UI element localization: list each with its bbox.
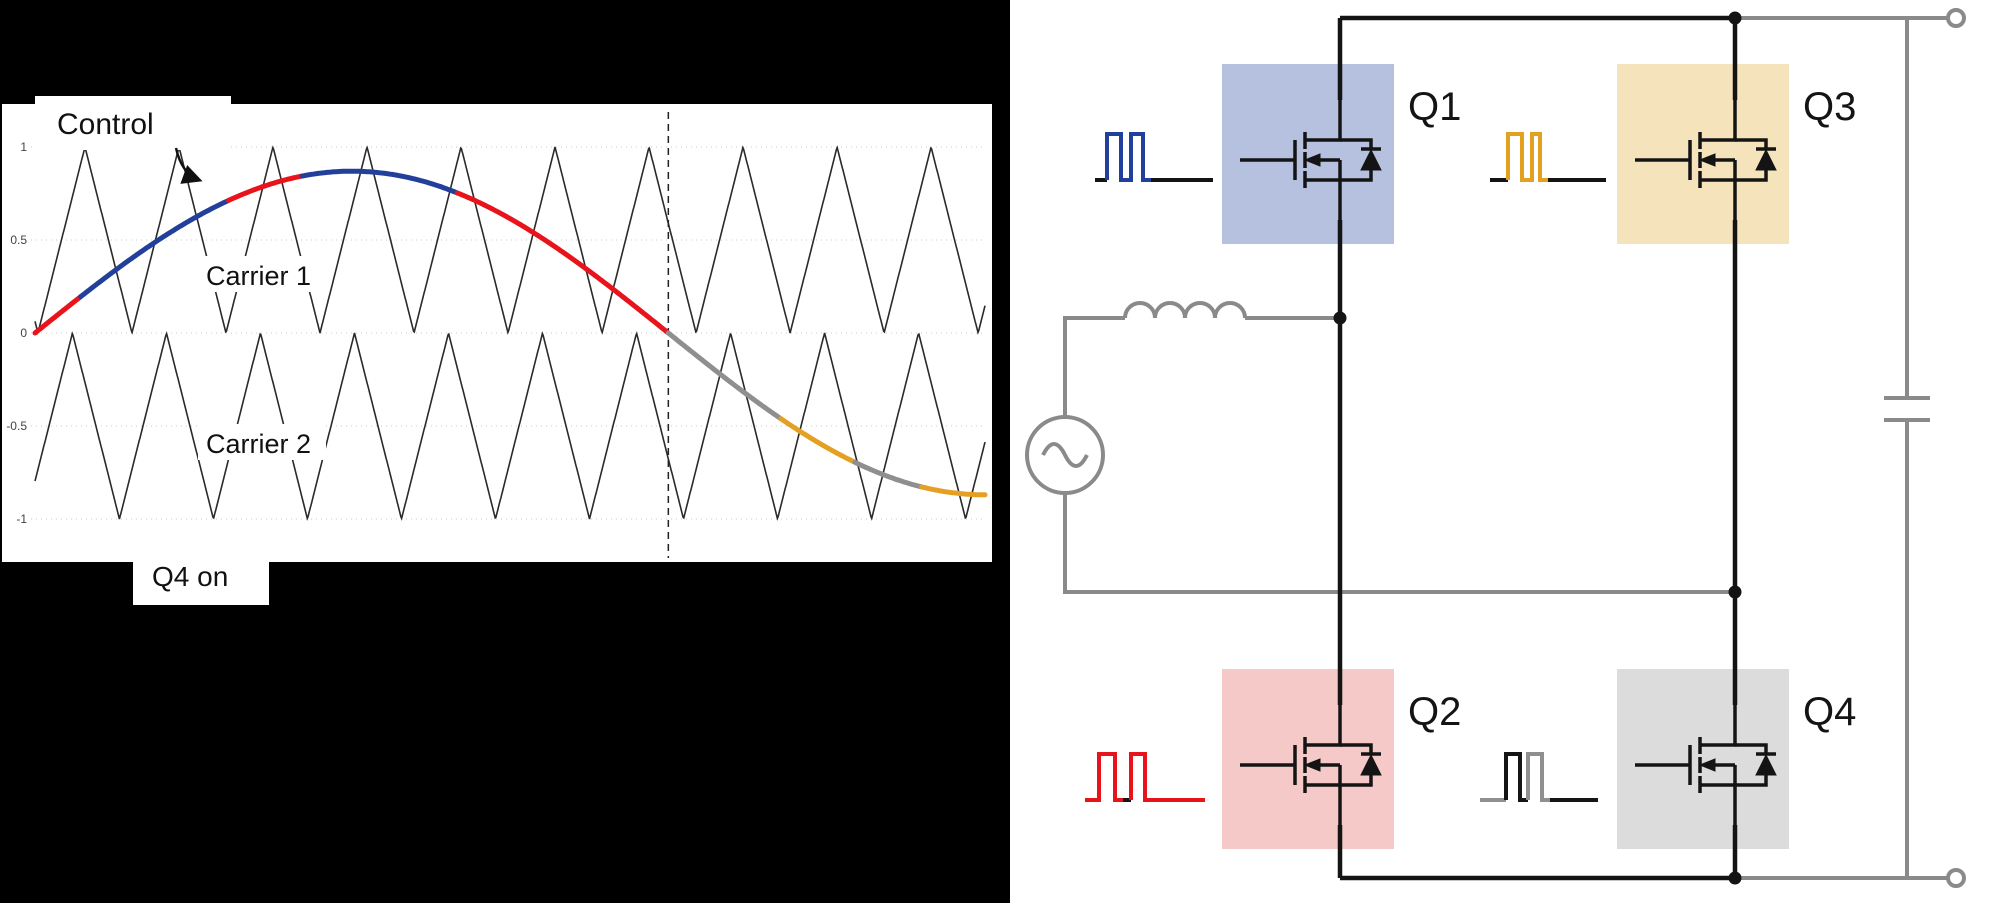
gate-pulse-q1: [1095, 132, 1213, 182]
highlight-q4: [1617, 669, 1789, 849]
junction-top-right: [1728, 11, 1742, 25]
q4-on-label: Q4 on: [152, 561, 228, 592]
control-label: Control: [57, 108, 154, 141]
control-curve-segment: [32, 294, 84, 336]
control-curve: [32, 168, 988, 498]
y-axis-tick-labels: 1 0.5 0 -0.5 -1: [6, 140, 27, 526]
control-curve-segment: [852, 459, 925, 490]
carrier2-label-backing: [198, 424, 326, 460]
control-annotation: Control: [35, 96, 231, 184]
control-label-backing: [35, 96, 231, 150]
label-q4: Q4: [1803, 690, 1856, 734]
circuit-diagram: Q1 Q2 Q3 Q4: [1025, 8, 1966, 888]
output-terminal-bottom: [1946, 868, 1966, 888]
q4-on-label-backing: [133, 545, 269, 605]
carrier-wave: [34, 331, 986, 521]
carrier-waves: [34, 145, 986, 521]
junction-return-node: [1728, 585, 1742, 599]
control-curve-segment: [919, 484, 988, 498]
y-tick-label: -1: [16, 512, 27, 526]
control-curve-segment: [78, 197, 231, 300]
ac-source-sine-icon: [1041, 442, 1089, 468]
y-tick-label: 0: [20, 326, 27, 340]
carrier-wave: [34, 145, 986, 335]
junction-bottom-right: [1728, 871, 1742, 885]
y-tick-label: -0.5: [6, 419, 27, 433]
label-q2: Q2: [1408, 690, 1461, 734]
pwm-chart: 10.50-0.5-1 Control Carrier 1 Carrier 2 …: [0, 0, 1010, 903]
highlight-q3: [1617, 64, 1789, 244]
gate-pulse-q2: [1085, 752, 1205, 802]
gate-pulse-q3: [1490, 132, 1606, 182]
highlight-q1: [1222, 64, 1394, 244]
inductor-icon: [1123, 301, 1247, 319]
circuit-panel: Q1 Q2 Q3 Q4: [1010, 0, 2000, 903]
gridlines: [31, 146, 985, 520]
gate-pulse-q4: [1480, 752, 1598, 802]
control-curve-segment: [665, 330, 784, 422]
wire-ac-to-inductor: [1063, 316, 1125, 417]
y-tick-label: 1: [20, 140, 27, 154]
highlight-q2: [1222, 669, 1394, 849]
carrier1-label-backing: [198, 256, 326, 292]
control-arrow-icon: [174, 147, 203, 184]
carrier1-label: Carrier 1: [206, 261, 311, 291]
y-tick-label: 0.5: [10, 233, 27, 247]
label-q3: Q3: [1803, 85, 1856, 129]
label-q1: Q1: [1408, 85, 1461, 129]
output-terminal-top: [1946, 8, 1966, 28]
control-curve-segment: [454, 190, 671, 336]
control-curve-segment: [226, 173, 305, 203]
control-curve-segment: [299, 168, 460, 196]
control-curve-segment: [778, 416, 858, 465]
junction-inductor-node: [1333, 311, 1347, 325]
q4-on-annotation: Q4 on: [133, 545, 269, 605]
wire-ac-return: [1063, 493, 1735, 594]
carrier2-label: Carrier 2: [206, 429, 311, 459]
